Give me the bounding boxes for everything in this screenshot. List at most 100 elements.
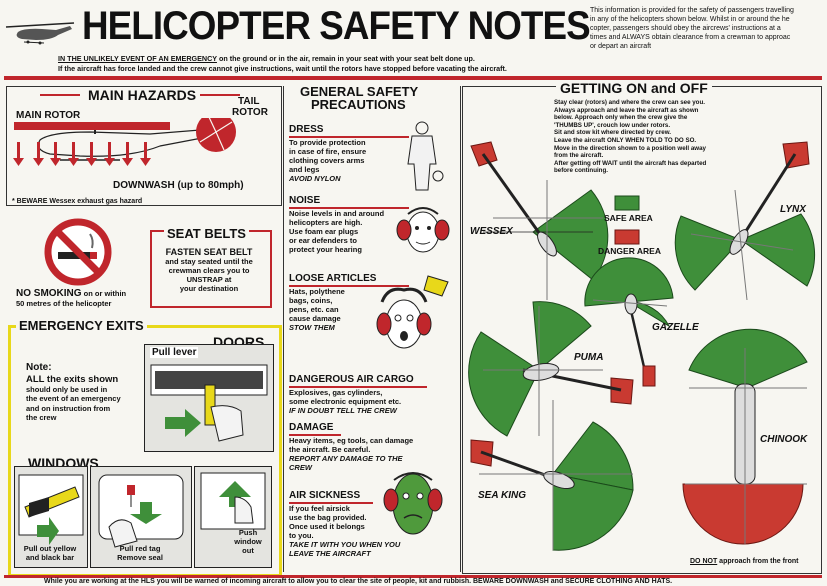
precaution-italic: REPORT ANY DAMAGE TO THE [289,454,403,463]
instruction-line: below. Approach only when the crew give … [554,114,688,122]
airsick-face-illustration [380,466,446,542]
sub1-underlined: IN THE UNLIKELY EVENT OF AN EMERGENCY [58,54,217,63]
middle-column-border [283,86,461,572]
no-smoking-rest: on or within [81,289,127,298]
intro-line: This information is provided for the saf… [590,7,794,14]
window-caption-3: Push window out [228,528,268,555]
title-underline [289,434,341,436]
seat-belt-line: UNSTRAP at [186,275,232,284]
intro-line: copter, passengers should obey the aircr… [590,25,781,32]
precaution-line: To provide protection [289,138,366,147]
precaution-italic: LEAVE THE AIRCRAFT [289,549,371,558]
caption-line: Pull red tag [119,544,161,553]
seat-belt-line: FASTEN SEAT BELT [165,247,253,257]
instruction-line: Move in the direction shown to a positio… [554,144,706,152]
note-line-text: ALL the exits shown [26,374,119,385]
approach-diagrams [463,130,819,572]
tail-rotor-label-1: TAIL [238,96,260,107]
instruction-line: Always approach and leave the aircraft a… [554,106,699,114]
caption-line: Push [238,528,258,537]
caption-line: Remove seal [117,553,163,562]
precaution-line: Hats, polythene [289,287,345,296]
force-landing-text: If the aircraft has force landed and the… [58,64,507,73]
title-underline [289,502,373,504]
precaution-line: in case of fire, ensure [289,147,367,156]
do-not-approach-note: DO NOT approach from the front [690,558,799,565]
no-smoking-bold: NO SMOKING [16,288,82,299]
precaution-line: Once used it belongs [289,522,365,531]
precaution-line: or ear defenders to [289,236,357,245]
precaution-line: Explosives, gas cylinders, [289,388,383,397]
precaution-italic: CREW [289,463,312,472]
precaution-line: Heavy items, eg tools, can damage [289,436,414,445]
precaution-line: If you feel airsick [289,504,350,513]
precaution-line: protect your hearing [289,245,362,254]
instruction-line: from the aircraft. [554,152,604,160]
precaution-line: Use foam ear plugs [289,227,359,236]
note-line: and on instruction from [26,403,111,413]
sea-king-diagram [470,400,634,551]
caption-line: window [234,537,262,546]
hazards-heading-underline [40,94,80,96]
chinook-diagram [682,328,808,545]
precautions-heading-1: GENERAL SAFETY [300,84,419,99]
precaution-line: bags, coins, [289,296,333,305]
precaution-line: helicopters are high. [289,218,363,227]
hazards-diagram [10,112,240,190]
seat-belts-heading: SEAT BELTS [164,226,249,241]
main-hazards-heading: MAIN HAZARDS [84,87,201,103]
precaution-line: pens, etc. can [289,305,339,314]
intro-line: or depart an aircraft [590,43,652,50]
precaution-dress: DRESS To provide protection in case of f… [289,124,409,183]
precaution-line: use the bag provided. [289,513,367,522]
intro-text: This information is provided for the saf… [590,6,822,51]
pull-lever-label: Pull lever [150,347,199,358]
seat-belt-line: and stay seated until the [165,257,253,266]
window-panel-2 [90,466,192,568]
footer-divider [4,575,822,578]
precaution-title: LOOSE ARTICLES [289,273,377,284]
note-line: the event of an emergency [26,394,121,403]
caption-line: out [242,546,254,555]
no-smoking-icon [44,218,112,286]
window-caption-2: Pull red tag Remove seal [90,544,190,562]
label-lynx: LYNX [780,204,806,215]
gazelle-diagram [584,257,674,387]
ear-defender-face-illustration [396,200,450,260]
precaution-italic: AVOID NYLON [289,174,341,183]
note-line: should only be used in [26,384,108,394]
precaution-title: DRESS [289,124,324,135]
title-underline [289,136,409,138]
downwash-label: DOWNWASH (up to 80mph) [113,180,244,191]
precaution-line: Noise levels in and around [289,209,385,218]
lynx-diagram [674,141,816,301]
label-gazelle: GAZELLE [652,322,699,333]
precaution-title: NOISE [289,195,321,206]
window-panel-1 [14,466,88,568]
caption-line: and black bar [25,553,75,562]
getting-on-instructions: Stay clear (rotors) and where the crew c… [554,99,730,175]
header-helicopter-illustration [4,18,76,58]
tail-rotor-label-2: ROTOR [232,107,268,118]
window-caption-1: Pull out yellow and black bar [14,544,86,562]
precaution-line: and legs [289,165,320,174]
precaution-line: clothing covers arms [289,156,365,165]
instruction-line: Sit and stow kit where directed by crew. [554,129,672,137]
precaution-title: DAMAGE [289,422,334,433]
note-body: ALL the exits shown should only be used … [26,375,121,423]
do-not-rest: approach from the front [717,558,799,565]
precaution-italic: TAKE IT WITH YOU WHEN YOU [289,540,401,549]
precaution-noise: NOISE Noise levels in and around helicop… [289,195,409,254]
title-underline [289,207,409,209]
seat-belt-line: crewman clears you to [168,266,250,275]
instruction-line: before continuing. [554,167,608,175]
label-chinook: CHINOOK [760,434,808,445]
main-rotor-label: MAIN ROTOR [16,110,81,121]
page-title: HELICOPTER SAFETY NOTES [82,4,591,48]
no-smoking-line2: 50 metres of the helicopter [16,299,112,308]
label-puma: PUMA [574,352,604,363]
note-line: the crew [26,413,57,422]
puma-diagram [468,301,634,437]
seat-belts-text: FASTEN SEAT BELT and stay seated until t… [152,247,266,293]
dress-figure-illustration [400,120,446,192]
